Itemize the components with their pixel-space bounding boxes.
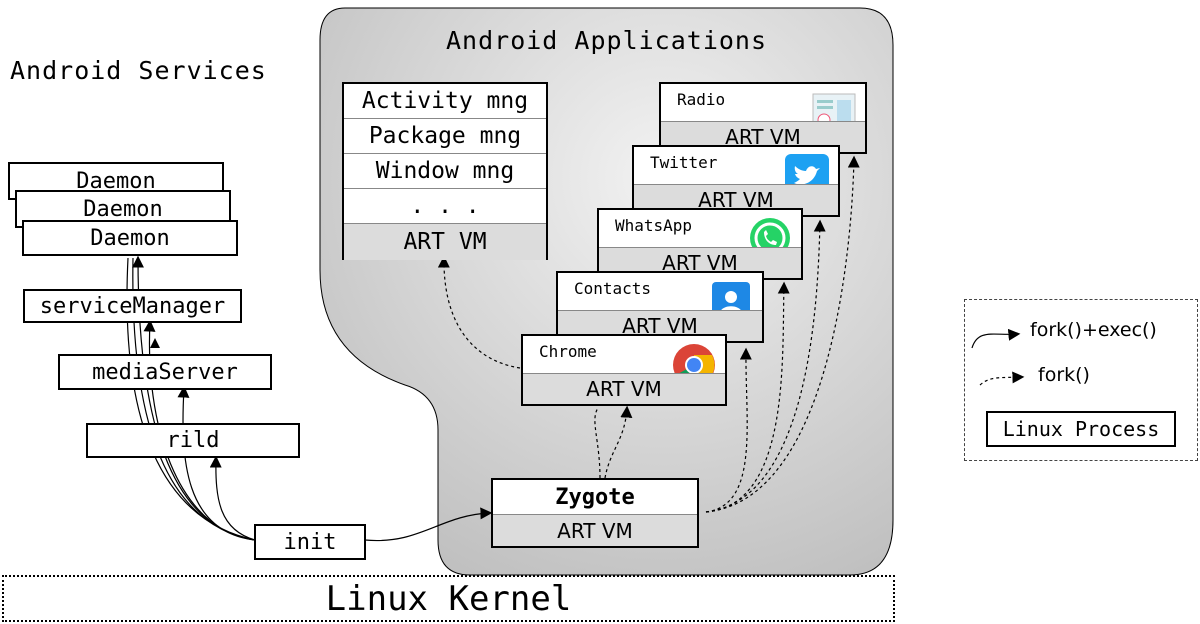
ellipsis-row: . . . bbox=[344, 189, 546, 224]
app-radio: Radio ART VM bbox=[659, 82, 867, 154]
app-name: WhatsApp bbox=[615, 216, 693, 235]
service-manager-box: serviceManager bbox=[23, 289, 242, 323]
app-whatsapp: WhatsApp ART VM bbox=[597, 208, 803, 280]
legend-linux-process-box: Linux Process bbox=[986, 411, 1176, 447]
android-services-title: Android Services bbox=[10, 56, 267, 85]
app-contacts: Contacts ART VM bbox=[556, 271, 764, 343]
app-name: Radio bbox=[677, 90, 726, 109]
legend-fork-label: fork() bbox=[1038, 364, 1090, 386]
daemon-box: Daemon bbox=[22, 220, 238, 256]
app-name: Contacts bbox=[574, 279, 652, 298]
zygote-label: Zygote bbox=[493, 480, 697, 515]
rild-box: rild bbox=[86, 423, 300, 458]
app-name: Chrome bbox=[539, 342, 597, 361]
package-manager-row: Package mng bbox=[344, 119, 546, 154]
legend-dotted-arrow bbox=[979, 371, 1025, 386]
legend-box bbox=[964, 299, 1198, 461]
legend-fork-exec-label: fork()+exec() bbox=[1030, 319, 1157, 341]
window-manager-row: Window mng bbox=[344, 154, 546, 189]
system-server-box: Activity mng Package mng Window mng . . … bbox=[342, 82, 548, 260]
linux-kernel-bar: Linux Kernel bbox=[2, 575, 895, 622]
legend-solid-arrow bbox=[971, 328, 1021, 349]
app-name: Twitter bbox=[650, 153, 718, 172]
android-applications-title: Android Applications bbox=[446, 26, 768, 55]
zygote-vm-label: ART VM bbox=[493, 515, 697, 546]
art-vm-row: ART VM bbox=[344, 224, 546, 260]
activity-manager-row: Activity mng bbox=[344, 84, 546, 119]
art-vm-label: ART VM bbox=[523, 373, 725, 404]
app-chrome: Chrome ART VM bbox=[521, 334, 727, 406]
app-twitter: Twitter ART VM bbox=[632, 145, 840, 217]
zygote-box: Zygote ART VM bbox=[491, 478, 699, 548]
init-box: init bbox=[254, 524, 366, 560]
media-server-box: mediaServer bbox=[58, 354, 272, 390]
